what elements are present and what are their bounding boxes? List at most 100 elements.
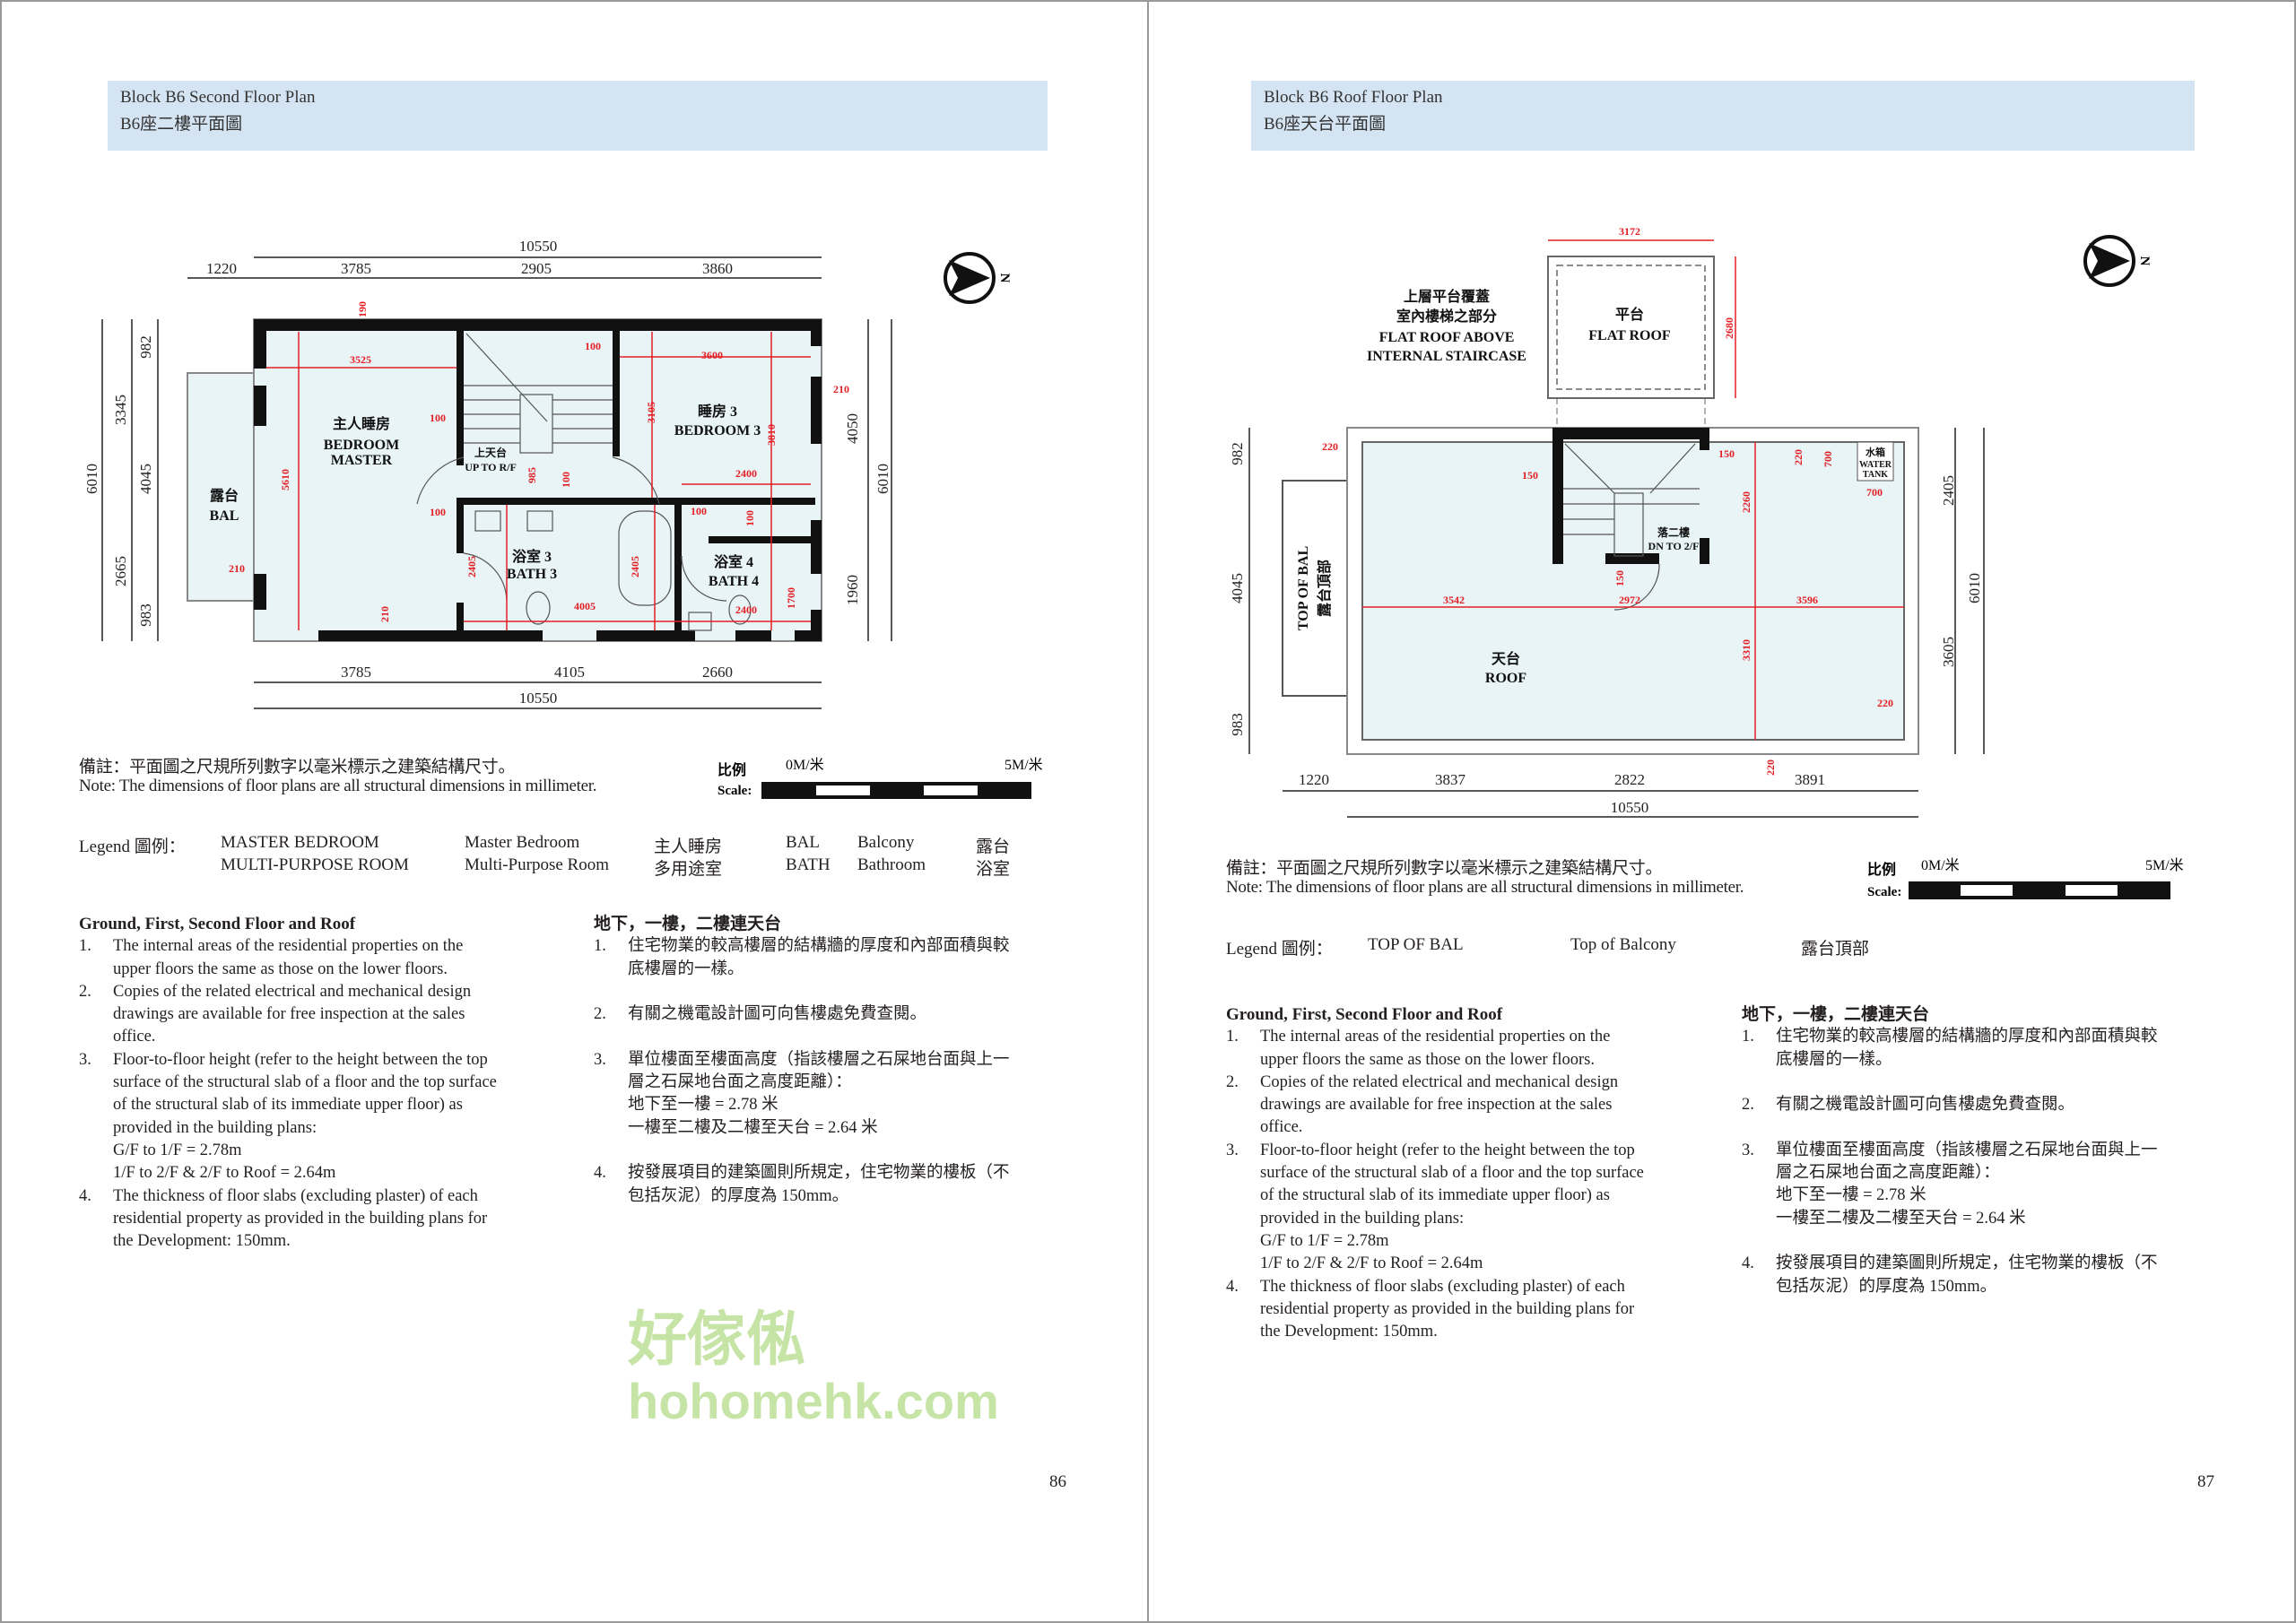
scale-start: 0M/米: [1921, 857, 1960, 873]
red-dim: 100: [430, 412, 446, 424]
red-dim: 3310: [1740, 639, 1752, 661]
dim-right: 2405: [1940, 475, 1957, 506]
note-item: 4. The thickness of floor slabs (excludin…: [79, 1185, 581, 1254]
dim-bottom: 3785: [341, 664, 371, 681]
note-text: Floor-to-floor height (refer to the heig…: [113, 1049, 497, 1185]
label-above-zh: 室內樓梯之部分: [1396, 308, 1497, 325]
room-label-bath3: BATH 3: [507, 567, 557, 582]
scale-bar: 比例 Scale: 0M/米 5M/米: [718, 757, 1043, 799]
room-labels: 主人睡房 BEDROOM MASTER 露台 BAL 上天台 UP TO R/F…: [210, 403, 761, 589]
red-dim: 2680: [1723, 317, 1735, 339]
red-dim: 2405: [465, 556, 478, 577]
note-line: 單位樓面至樓面高度（指該樓層之石屎地台面與上一: [628, 1050, 1010, 1069]
plan-title-banner: Block B6 Second Floor Plan B6座二樓平面圖: [108, 81, 1048, 151]
note-line: 層之石屎地台面之高度距離）：: [628, 1073, 852, 1092]
legend-meaning: Bathroom: [857, 855, 926, 874]
label-top-of-bal: TOP OF BAL: [1296, 546, 1311, 630]
north-arrow-icon: N: [944, 252, 1012, 304]
walls: [254, 319, 822, 641]
note-en: Note: The dimensions of floor plans are …: [1226, 878, 1744, 897]
red-dim: 220: [1792, 449, 1805, 465]
legend-meaning-zh: 露台: [976, 838, 1011, 856]
note-line: The internal areas of the residential pr…: [1260, 1028, 1611, 1046]
internal-dimension-lines: [1362, 239, 1904, 740]
note-number: 2.: [1226, 1072, 1239, 1091]
legend-meaning-zh: 主人睡房: [654, 838, 723, 856]
note-item: 4.按發展項目的建築圖則所規定，住宅物業的樓板（不包括灰泥）的厚度為 150mm…: [1742, 1253, 2244, 1298]
room-label-bedroom3-zh: 睡房 3: [698, 403, 737, 420]
red-dim: 700: [1822, 451, 1834, 467]
note-line: 按發展項目的建築圖則所規定，住宅物業的樓板（不: [1776, 1254, 2158, 1273]
note-line: drawings are available for free inspecti…: [113, 1005, 465, 1024]
note-number: 1.: [79, 937, 91, 956]
dim-left: 4045: [137, 464, 154, 494]
note-line: 有關之機電設計圖可向售樓處免費查閱。: [1776, 1096, 2075, 1115]
stair-walls: [1552, 428, 1709, 564]
red-dim: 2400: [735, 467, 757, 480]
red-dim: 700: [1866, 486, 1883, 499]
note-line: provided in the building plans:: [113, 1118, 317, 1137]
label-above: INTERNAL STAIRCASE: [1367, 349, 1526, 364]
note-line: G/F to 1/F = 2.78m: [1260, 1231, 1389, 1250]
legend-meaning: Balcony: [857, 833, 915, 852]
note-line: surface of the structural slab of a floo…: [1260, 1164, 1644, 1183]
note-text: 有關之機電設計圖可向售樓處免費查閱。: [628, 1003, 926, 1026]
legend-term: BAL: [786, 833, 820, 852]
note-line: Copies of the related electrical and mec…: [113, 982, 472, 1001]
note-line: Floor-to-floor height (refer to the heig…: [113, 1050, 488, 1069]
room-label-bedroom3: BEDROOM 3: [674, 423, 761, 438]
label-down-zh: 落二樓: [1657, 525, 1690, 539]
note-line: surface of the structural slab of a floo…: [113, 1073, 497, 1092]
note-item: 1.The internal areas of the residential …: [1226, 1026, 1728, 1072]
note-line: Floor-to-floor height (refer to the heig…: [1260, 1141, 1635, 1159]
note-en: Note: The dimensions of floor plans are …: [79, 777, 597, 795]
note-line: 底樓層的一樣。: [628, 959, 744, 978]
dim-left: 6010: [83, 464, 100, 494]
note-line: upper floors the same as those on the lo…: [113, 959, 448, 978]
scale-end: 5M/米: [1004, 757, 1043, 773]
red-dim: 210: [378, 606, 391, 622]
plan-title-banner: Block B6 Roof Floor Plan B6座天台平面圖: [1251, 81, 2195, 151]
note-item: 3.單位樓面至樓面高度（指該樓層之石屎地台面與上一層之石屎地台面之高度距離）：地…: [1742, 1140, 2244, 1230]
stair-label-zh: 上天台: [474, 446, 507, 459]
note-number: 4.: [1226, 1277, 1239, 1296]
notes-heading: 地下，一樓，二樓連天台: [594, 915, 782, 933]
scale-label: Scale:: [718, 784, 752, 798]
label-flat-roof-zh: 平台: [1615, 306, 1644, 323]
note-line: of the structural slab of its immediate …: [1260, 1186, 1610, 1205]
dim-top: 2905: [521, 260, 552, 277]
note-item: 1.住宅物業的較高樓層的結構牆的厚度和內部面積與較底樓層的一樣。: [1742, 1026, 2244, 1072]
note-text: The internal areas of the residential pr…: [1260, 1026, 1610, 1072]
dim-top: 3860: [702, 260, 733, 277]
note-number: 4.: [79, 1186, 91, 1205]
note-number: 4.: [1742, 1254, 1754, 1273]
plan-title-zh: B6座二樓平面圖: [120, 115, 243, 134]
note-line: The thickness of floor slabs (excluding …: [113, 1186, 478, 1205]
dim-left: 2665: [112, 556, 129, 586]
room-label-bath3-zh: 浴室 3: [512, 548, 552, 565]
note-zh: 備註：平面圖之尺規所列數字以毫米標示之建築結構尺寸。: [1226, 859, 1663, 878]
note-line: drawings are available for free inspecti…: [1260, 1096, 1613, 1115]
note-item: 2.有關之機電設計圖可向售樓處免費查閱。: [594, 1003, 1096, 1026]
label-top-of-bal-zh: 露台頂部: [1316, 560, 1333, 617]
note-line: The thickness of floor slabs (excluding …: [1260, 1277, 1625, 1296]
flat-roof: [1547, 256, 1715, 399]
scale-bar: 比例 Scale: 0M/米 5M/米: [1867, 857, 2184, 899]
dim-bottom-total: 10550: [1611, 799, 1649, 816]
plan-title-zh: B6座天台平面圖: [1264, 115, 1387, 134]
note-line: 住宅物業的較高樓層的結構牆的厚度和內部面積與較: [628, 937, 1010, 956]
label-down: DN TO 2/F: [1648, 540, 1700, 552]
staircase: [1563, 443, 1700, 611]
legend-meaning: Master Bedroom: [465, 833, 580, 852]
plan-dimensions: 10550 1220 3785 2905 3860 3785 4105 2660…: [83, 238, 891, 707]
dim-bottom: 3837: [1435, 771, 1466, 788]
note-line: Copies of the related electrical and mec…: [1260, 1072, 1619, 1091]
note-number: 1.: [594, 937, 606, 956]
red-dim: 220: [1764, 759, 1777, 776]
legend-label: Legend 圖例：: [1226, 940, 1333, 959]
red-dim: 210: [229, 562, 245, 575]
note-line: 一樓至二樓及二樓至天台 = 2.64 米: [1776, 1209, 2026, 1228]
note-text: The internal areas of the residential pr…: [113, 935, 463, 981]
room-label-bath4-zh: 浴室 4: [714, 553, 753, 570]
